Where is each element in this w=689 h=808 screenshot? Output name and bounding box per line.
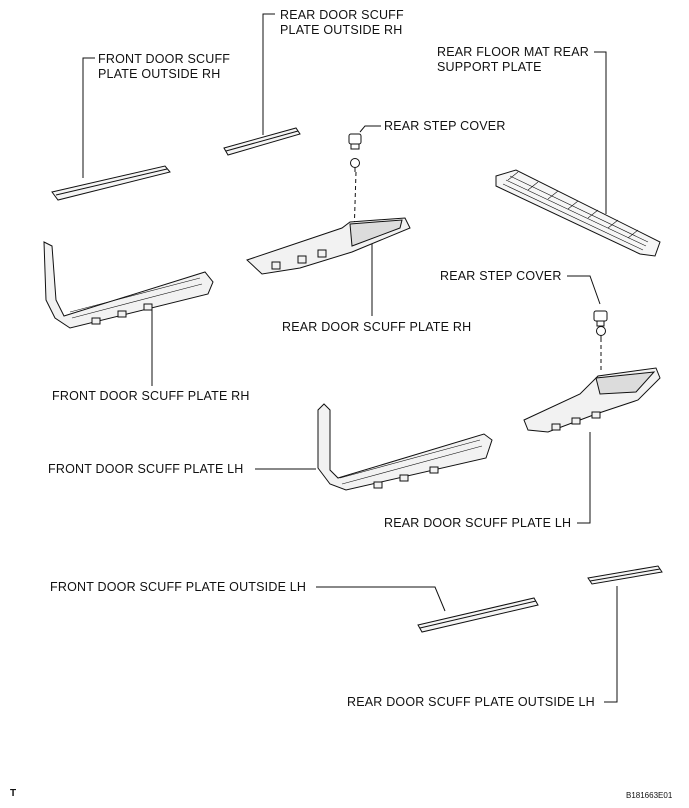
label-rear-floor-mat-line1: REAR FLOOR MAT REAR xyxy=(437,45,589,59)
leader-rear-step-cover-mid xyxy=(567,275,601,305)
label-front-door-scuff-plate-outside-lh: FRONT DOOR SCUFF PLATE OUTSIDE LH xyxy=(50,580,307,594)
front-door-scuff-plate-outside-lh xyxy=(417,597,539,633)
rear-step-cover-mid-clip xyxy=(593,310,608,339)
leader-front-door-scuff-outside-rh xyxy=(82,57,95,178)
rear-door-scuff-plate-rh xyxy=(246,217,411,275)
label-rear-door-scuff-outside-rh-line1: REAR DOOR SCUFF xyxy=(280,8,404,22)
label-front-door-scuff-outside-rh-line1: FRONT DOOR SCUFF xyxy=(98,52,231,66)
leader-rear-floor-mat xyxy=(594,51,607,214)
front-door-scuff-plate-rh xyxy=(43,241,214,329)
label-front-door-scuff-plate-rh: FRONT DOOR SCUFF PLATE RH xyxy=(52,389,250,403)
front-door-scuff-plate-outside-rh xyxy=(51,165,171,201)
label-rear-door-scuff-plate-outside-lh: REAR DOOR SCUFF PLATE OUTSIDE LH xyxy=(347,695,595,709)
front-door-scuff-plate-lh xyxy=(317,403,493,491)
label-rear-door-scuff-outside-rh-line2: PLATE OUTSIDE RH xyxy=(280,23,403,37)
leader-rear-door-scuff-lh xyxy=(577,432,591,524)
leader-rear-door-scuff-outside-rh xyxy=(262,13,275,135)
label-front-door-scuff-plate-lh: FRONT DOOR SCUFF PLATE LH xyxy=(48,462,244,476)
rear-door-scuff-plate-lh xyxy=(523,367,661,433)
corner-mark: T xyxy=(10,788,17,799)
label-rear-floor-mat-line2: SUPPORT PLATE xyxy=(437,60,542,74)
rear-door-scuff-plate-outside-rh xyxy=(223,127,301,156)
leader-rear-door-scuff-outside-lh xyxy=(604,586,618,703)
label-rear-door-scuff-plate-lh: REAR DOOR SCUFF PLATE LH xyxy=(384,516,572,530)
rear-floor-mat-rear-support-plate xyxy=(495,169,661,257)
figure-code: B181663E01 xyxy=(626,791,673,800)
label-rear-step-cover-mid: REAR STEP COVER xyxy=(440,269,562,283)
label-rear-door-scuff-plate-rh: REAR DOOR SCUFF PLATE RH xyxy=(282,320,472,334)
leader-rear-step-cover-top xyxy=(359,125,381,133)
label-front-door-scuff-outside-rh-line2: PLATE OUTSIDE RH xyxy=(98,67,221,81)
rear-door-scuff-plate-outside-lh xyxy=(587,565,663,585)
label-rear-step-cover-top: REAR STEP COVER xyxy=(384,119,506,133)
leader-front-door-scuff-outside-lh xyxy=(316,586,446,612)
rear-step-cover-top-clip xyxy=(348,133,362,172)
assembly-line-top xyxy=(353,171,357,237)
